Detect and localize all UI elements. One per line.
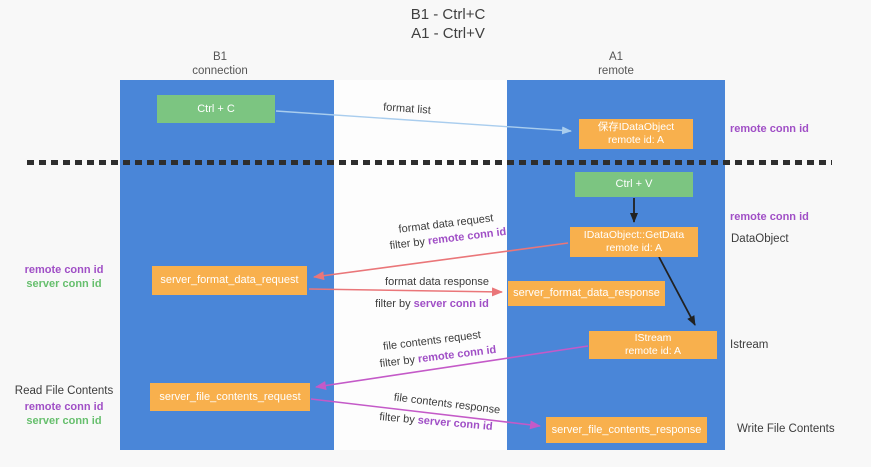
left-label-read-file-contents: Read File Contents: [14, 385, 114, 397]
node-server-file-contents-request-label: server_file_contents_request: [159, 390, 301, 403]
node-istream: IStream remote id: A: [589, 331, 717, 359]
node-istream-line1: IStream: [634, 332, 672, 344]
node-server-format-data-request: server_format_data_request: [152, 266, 307, 295]
node-ctrl-c: Ctrl + C: [157, 95, 275, 123]
left-label-remote-conn-id-2: remote conn id: [24, 401, 104, 413]
node-ctrl-v-label: Ctrl + V: [615, 178, 653, 190]
node-server-file-contents-response: server_file_contents_response: [546, 417, 707, 443]
column-header-a1: A1 remote: [546, 50, 686, 78]
label-format-data-response: format data response: [385, 276, 489, 288]
left-label-server-conn-id-2: server conn id: [26, 414, 102, 427]
node-idataobject-getdata: IDataObject::GetData remote id: A: [570, 227, 698, 257]
node-getdata-line1: IDataObject::GetData: [583, 229, 685, 241]
arrow-getdata-to-istream: [658, 256, 696, 326]
filter-by-text: filter by: [375, 298, 411, 310]
clipboard-boundary-dashed-line: [27, 160, 832, 165]
column-a1-role: remote: [598, 65, 634, 77]
server-conn-id-text: server conn id: [413, 298, 489, 310]
title-line-2: A1 - Ctrl+V: [411, 25, 485, 42]
node-ctrl-c-label: Ctrl + C: [197, 102, 235, 115]
node-server-format-data-response-label: server_format_data_response: [513, 287, 660, 299]
right-label-dataobject: DataObject: [731, 233, 789, 245]
left-conn-id-block-2: remote conn id server conn id: [8, 401, 120, 428]
node-istream-line2: remote id: A: [624, 345, 682, 357]
node-save-idataobject: 保存IDataObject remote id: A: [579, 119, 693, 149]
message-lane: [334, 80, 507, 450]
node-getdata-line2: remote id: A: [605, 242, 663, 254]
right-label-remote-conn-id-2: remote conn id: [730, 211, 809, 223]
node-save-idataobject-line2: remote id: A: [607, 134, 665, 146]
title-line-1: B1 - Ctrl+C: [410, 6, 486, 23]
column-b1-role: connection: [192, 65, 248, 77]
node-server-file-contents-response-label: server_file_contents_response: [551, 423, 702, 436]
right-label-istream: Istream: [730, 339, 769, 351]
node-server-format-data-request-label: server_format_data_request: [160, 274, 299, 286]
node-ctrl-v: Ctrl + V: [575, 172, 693, 197]
diagram-title: B1 - Ctrl+C A1 - Ctrl+V: [338, 5, 558, 43]
node-server-format-data-response: server_format_data_response: [508, 281, 665, 306]
arrow-format-data-response: [308, 287, 503, 297]
column-a1-name: A1: [608, 51, 624, 63]
arrow-file-contents-request: [315, 345, 589, 390]
left-label-server-conn-id-1: server conn id: [26, 277, 102, 290]
node-server-file-contents-request: server_file_contents_request: [150, 383, 310, 411]
left-conn-id-block-1: remote conn id server conn id: [8, 264, 120, 291]
right-label-write-file-contents: Write File Contents: [737, 423, 835, 435]
arrow-format-data-request: [313, 242, 569, 281]
column-b1-name: B1: [212, 51, 228, 63]
node-save-idataobject-line1: 保存IDataObject: [597, 121, 675, 133]
arrow-file-contents-response: [310, 398, 541, 430]
left-label-remote-conn-id-1: remote conn id: [24, 264, 104, 276]
right-label-remote-conn-id-1: remote conn id: [730, 123, 809, 135]
arrow-format-list: [275, 110, 572, 135]
column-header-b1: B1 connection: [150, 50, 290, 78]
